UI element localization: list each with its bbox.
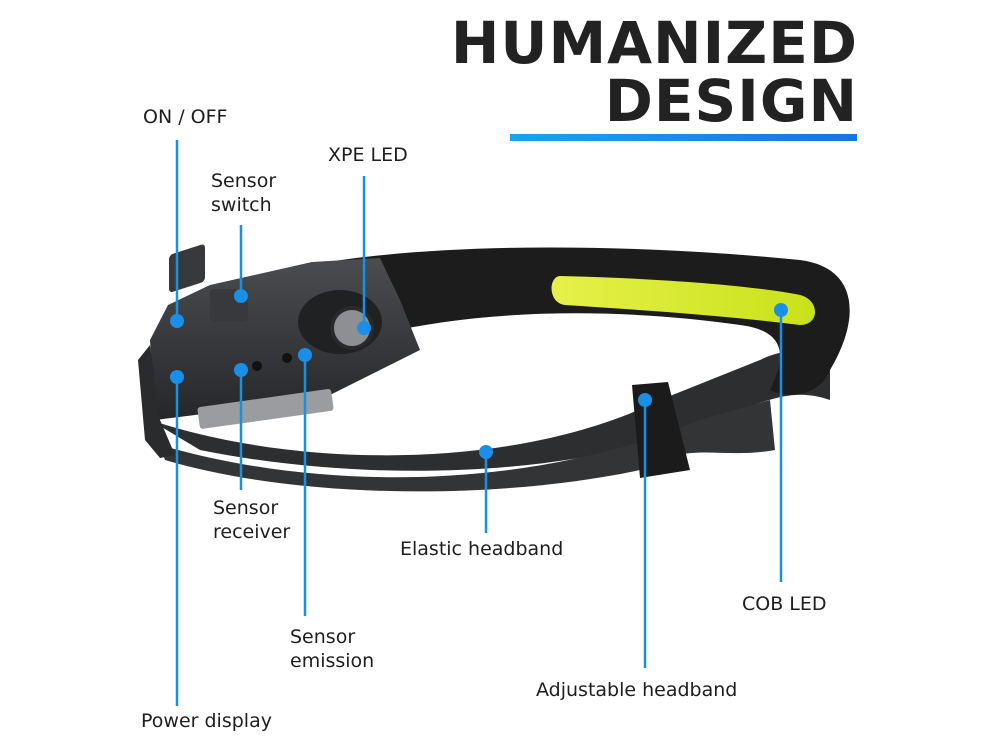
label-cob-led: COB LED: [742, 593, 827, 615]
callout-dot-xpe-led: [357, 321, 371, 335]
title-line-1: HUMANIZED: [450, 9, 858, 77]
sensor-receiver-eye: [252, 361, 262, 371]
label-on-off: ON / OFF: [143, 106, 228, 128]
callout-dot-on-off: [170, 314, 184, 328]
label-sensor-switch-line1: Sensor: [211, 170, 277, 192]
sensor-emitter-eye: [282, 353, 292, 363]
power-button: [169, 244, 205, 292]
label-power-display: Power display: [141, 710, 272, 732]
label-sensor-emission-line2: emission: [290, 650, 375, 672]
callout-lines: [175, 140, 783, 706]
label-sensor-receiver: Sensor receiver: [213, 496, 290, 544]
label-adjustable-headband: Adjustable headband: [536, 679, 738, 701]
label-elastic-headband: Elastic headband: [400, 538, 564, 560]
cob-led-strip: [551, 276, 815, 325]
label-sensor-emission: Sensor emission: [290, 625, 374, 673]
side-led-strip: [197, 389, 334, 429]
callout-dot-sensor-receiver: [234, 363, 248, 377]
title-underline: [510, 134, 857, 141]
callout-dot-cob-led: [774, 303, 788, 317]
callout-dot-elastic-headband: [479, 445, 493, 459]
label-sensor-receiver-line1: Sensor: [213, 497, 279, 519]
title-line-2: DESIGN: [604, 67, 858, 135]
elastic-headband-shape: [150, 351, 830, 471]
callout-dot-sensor-switch: [234, 289, 248, 303]
label-xpe-led: XPE LED: [328, 144, 408, 166]
callout-dot-sensor-emission: [298, 348, 312, 362]
label-sensor-switch: Sensor switch: [211, 169, 276, 217]
label-sensor-receiver-line2: receiver: [213, 521, 291, 543]
xpe-led-lens: [330, 306, 374, 350]
callout-dot-adjustable-headband: [638, 393, 652, 407]
callout-dot-power-display: [170, 370, 184, 384]
label-sensor-emission-line1: Sensor: [290, 626, 356, 648]
label-sensor-switch-line2: switch: [211, 194, 272, 216]
